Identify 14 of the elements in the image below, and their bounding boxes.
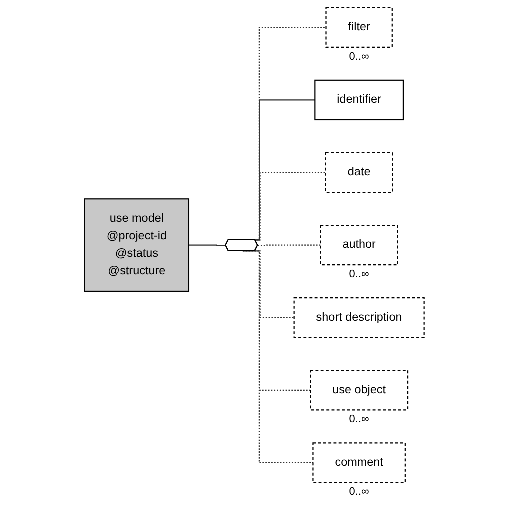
multiplicity-label: 0..∞ <box>349 268 370 281</box>
node-box: use model @project-id @status @structure <box>84 198 190 292</box>
node-box: filter <box>326 7 393 48</box>
multiplicity-label: 0..∞ <box>349 50 370 63</box>
multiplicity-label: 0..∞ <box>349 414 370 426</box>
connector <box>188 244 226 246</box>
node-box: author <box>320 224 398 266</box>
node-box: use object <box>310 370 408 411</box>
node-box: date <box>325 152 394 194</box>
connector <box>258 244 321 246</box>
node-box: identifier <box>314 80 404 121</box>
node-box: comment <box>312 442 406 484</box>
node-box: short description <box>294 298 425 338</box>
multiplicity-label: 0..∞ <box>349 486 370 498</box>
